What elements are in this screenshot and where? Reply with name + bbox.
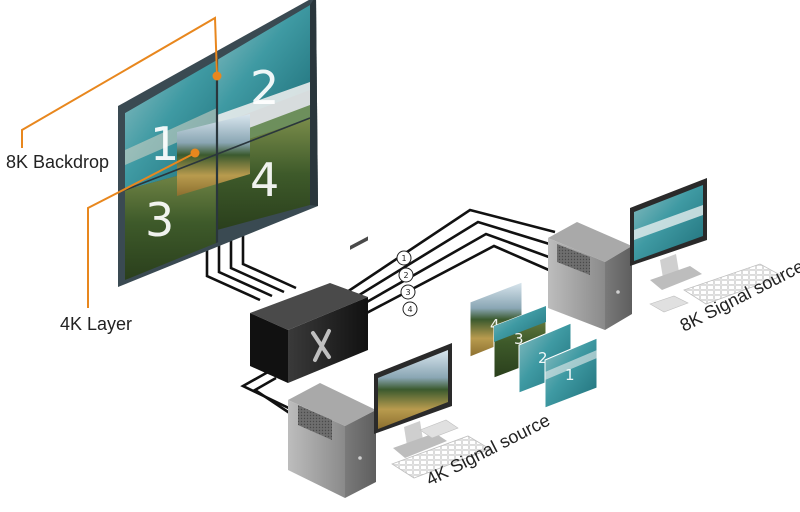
image-layers: 4 3 2 1	[469, 281, 598, 409]
channel-marker-1: 1	[396, 250, 412, 266]
wall-number-2: 2	[250, 61, 279, 115]
keyboard-4k	[391, 419, 491, 479]
channel-marker-3: 3	[400, 284, 416, 300]
callout-8k-backdrop	[21, 16, 222, 148]
svg-text:3: 3	[514, 330, 524, 348]
svg-text:1: 1	[401, 254, 406, 263]
monitor-4k	[374, 343, 452, 458]
wall-number-4: 4	[250, 153, 279, 207]
channel-marker-4: 4	[402, 301, 418, 317]
keyboard-8k	[649, 263, 783, 313]
pc-tower-4k	[288, 236, 376, 498]
svg-text:4: 4	[490, 316, 500, 334]
channel-markers: 1 2 3 4	[396, 250, 418, 317]
switcher-logo-icon	[311, 329, 331, 362]
cable-bundle-8k-source	[334, 208, 559, 319]
pc-tower-8k	[548, 222, 632, 330]
video-wall: 1 2 3 4	[118, 0, 318, 287]
label-8k-backdrop: 8K Backdrop	[6, 152, 109, 172]
wall-panel-3	[125, 165, 217, 280]
label-4k-layer: 4K Layer	[60, 314, 132, 334]
pc-4k-source	[288, 236, 491, 498]
svg-text:3: 3	[405, 288, 410, 297]
svg-text:2: 2	[538, 349, 548, 367]
svg-text:4: 4	[407, 305, 412, 314]
channel-marker-2: 2	[398, 267, 414, 283]
image-layer-1: 1	[544, 337, 598, 409]
wall-number-3: 3	[145, 193, 174, 247]
callout-4k-layer	[87, 148, 200, 308]
cable-4k-source	[240, 370, 301, 422]
switcher-box	[250, 283, 368, 383]
svg-text:2: 2	[403, 271, 408, 280]
svg-text:1: 1	[565, 366, 575, 384]
monitor-8k	[630, 178, 707, 290]
pc-8k-source	[548, 178, 783, 330]
wall-number-1: 1	[150, 117, 179, 171]
